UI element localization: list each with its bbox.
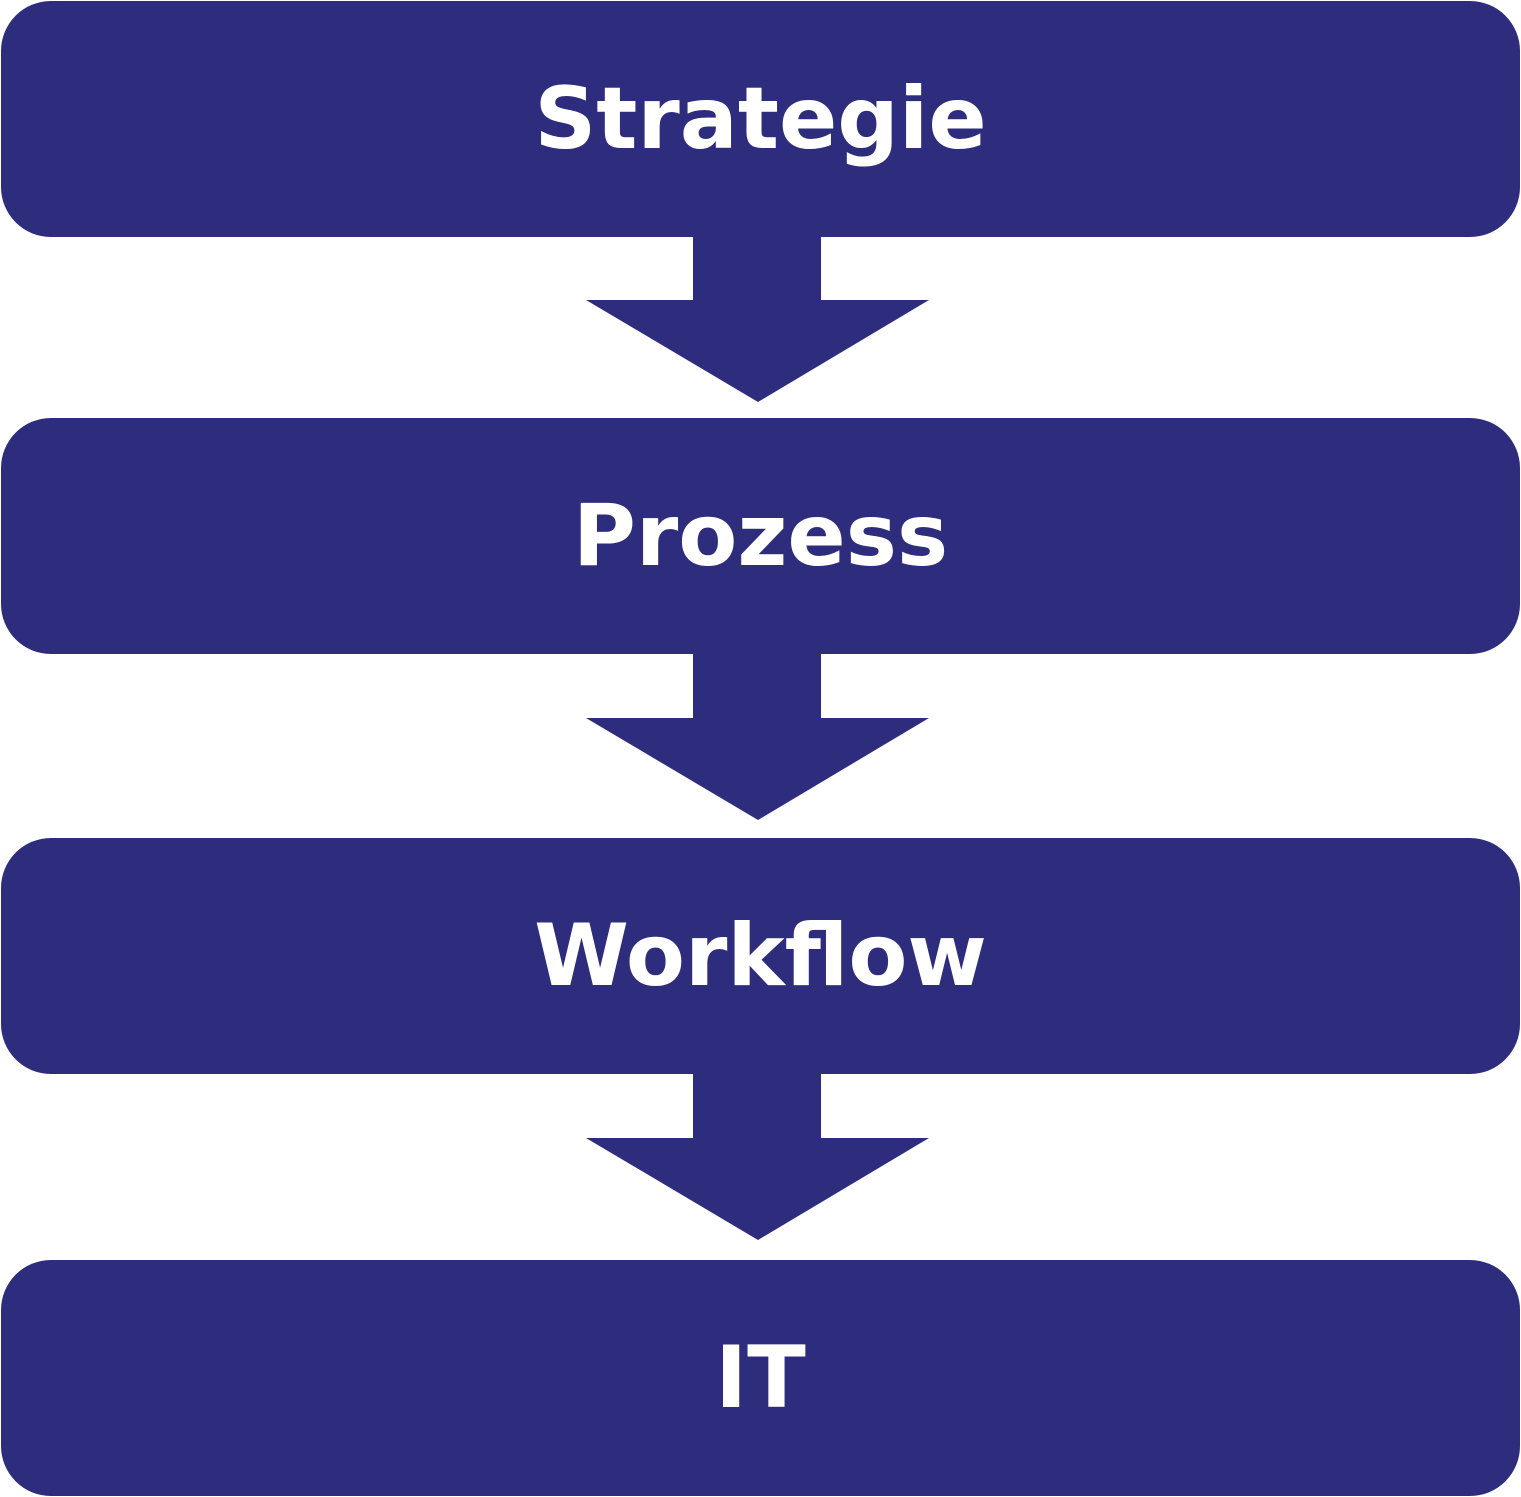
step-label: Prozess [572, 486, 949, 586]
down-arrow-icon [586, 1074, 929, 1240]
step-label: IT [715, 1328, 806, 1428]
step-box-workflow: Workflow [1, 838, 1520, 1074]
step-box-prozess: Prozess [1, 418, 1520, 654]
step-box-strategie: Strategie [1, 1, 1520, 237]
step-label: Strategie [534, 69, 987, 169]
down-arrow-shape [586, 236, 929, 402]
down-arrow-icon [586, 236, 929, 402]
down-arrow-shape [586, 1074, 929, 1240]
down-arrow-icon [586, 654, 929, 820]
down-arrow-shape [586, 654, 929, 820]
step-box-it: IT [1, 1260, 1520, 1496]
step-label: Workflow [534, 906, 987, 1006]
